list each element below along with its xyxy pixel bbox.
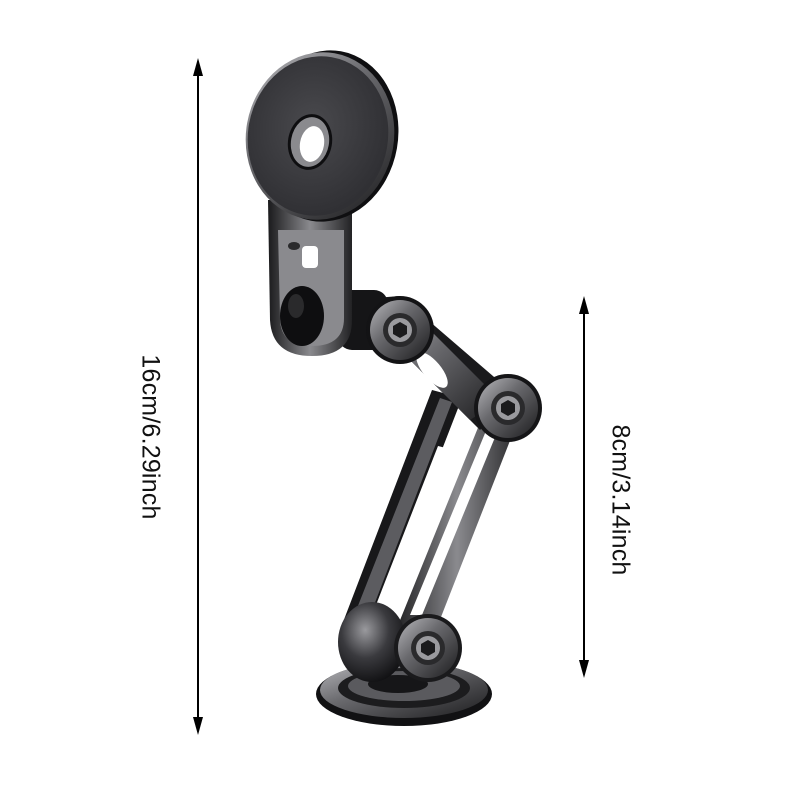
middle-joint (474, 374, 542, 442)
magnetic-pad (245, 50, 399, 222)
pad-neck (268, 200, 352, 356)
arrow-up-icon (579, 296, 589, 314)
lower-arm (340, 390, 522, 640)
top-joint (338, 290, 434, 364)
phone-holder-illustration (245, 50, 542, 726)
arrow-down-icon (193, 717, 203, 735)
total-height-label: 16cm/6.29inch (136, 354, 165, 520)
arm-height-arrow (579, 296, 589, 678)
arrow-up-icon (193, 58, 203, 76)
hex-screw-icon (501, 400, 515, 416)
hex-screw-icon (421, 640, 435, 656)
arm-height-label: 8cm/3.14inch (606, 424, 635, 576)
total-height-arrow (193, 58, 203, 735)
bottom-joint (338, 602, 462, 682)
arrow-down-icon (579, 660, 589, 678)
hex-screw-icon (393, 322, 407, 338)
